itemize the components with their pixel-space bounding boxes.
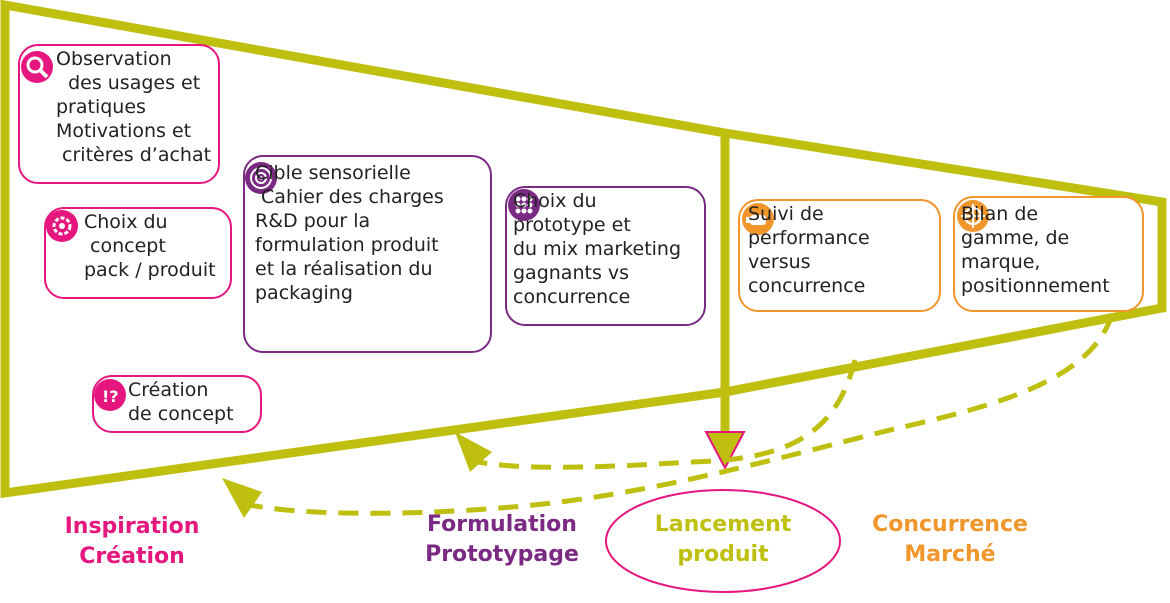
crosshair-icon [957, 200, 989, 232]
feedback-arrowhead-bilan [222, 478, 262, 518]
box-suivi-performance: Suivi de performance versus concurrence [738, 199, 941, 312]
box-observation: Observation des usages et pratiques Moti… [18, 44, 220, 184]
feedback-arrow-suivi [477, 359, 858, 470]
box-creation-concept: !? Création de concept [92, 375, 262, 433]
gear-icon [46, 210, 78, 242]
creation-concept-text: Création de concept [128, 379, 234, 425]
hand-icon [742, 203, 774, 235]
stage-label-concurrence: Concurrence Marché [872, 512, 1028, 567]
box-cible-sensorielle: Cible sensorielle Cahier des charges R&D… [243, 155, 492, 353]
choix-prototype-text: Choix du prototype et du mix marketing g… [513, 190, 682, 308]
cible-sensorielle-text: Cible sensorielle Cahier des charges R&D… [255, 162, 444, 304]
idea-icon: !? [94, 379, 126, 411]
launch-marker [704, 431, 746, 471]
svg-text:!?: !? [102, 387, 119, 406]
box-bilan-gamme: Bilan de gamme, de marque, positionnemen… [953, 196, 1144, 312]
feedback-arrowhead-suivi [455, 432, 492, 472]
target-icon [245, 162, 277, 194]
box-choix-concept: Choix du concept pack / produit [44, 207, 232, 299]
dots-icon [508, 189, 540, 221]
observation-text: Observation des usages et pratiques Moti… [56, 48, 212, 166]
bilan-gamme-text: Bilan de gamme, de marque, positionnemen… [961, 203, 1110, 297]
suivi-performance-text: Suivi de performance versus concurrence [748, 203, 870, 297]
stage-label-formulation: Formulation Prototypage [425, 512, 579, 567]
stage-label-inspiration: Inspiration Création [64, 514, 200, 569]
lancement-ellipse [605, 489, 841, 593]
choix-concept-text: Choix du concept pack / produit [84, 211, 216, 281]
box-choix-prototype: Choix du prototype et du mix marketing g… [505, 186, 706, 326]
stage-label-lancement: Lancement produit [654, 512, 792, 567]
feedback-arrow-bilan [249, 314, 1115, 516]
magnifier-icon [21, 51, 53, 83]
